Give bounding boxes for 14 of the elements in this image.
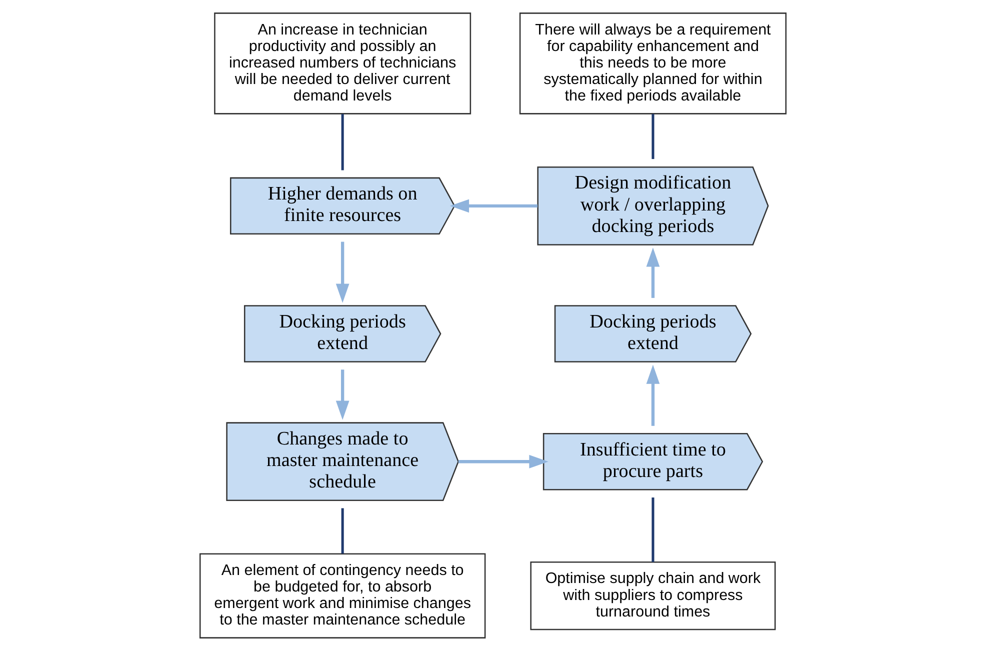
arrow (646, 248, 660, 298)
node-box: An element of contingency needs to be budgeted for, to absorb emergent work and minimise changes to the master maintenance schedule (199, 553, 486, 638)
node-box: There will always be a requirement for capability enhancement and this needs to be more systematically planned for within the fixed periods available (519, 12, 787, 114)
arrow (646, 364, 660, 426)
node-box: An increase in technician productivity and possibly an increased numbers of technicians will be needed to deliver current demand levels (214, 12, 472, 114)
connector (341, 508, 344, 554)
arrow (458, 454, 548, 468)
arrow (336, 370, 350, 420)
arrow (336, 242, 350, 303)
arrow (450, 199, 538, 213)
connector (341, 114, 344, 170)
connector (652, 497, 654, 562)
node-box: Optimise supply chain and work with suppliers to compress turnaround times (530, 561, 776, 630)
connector (652, 114, 654, 160)
